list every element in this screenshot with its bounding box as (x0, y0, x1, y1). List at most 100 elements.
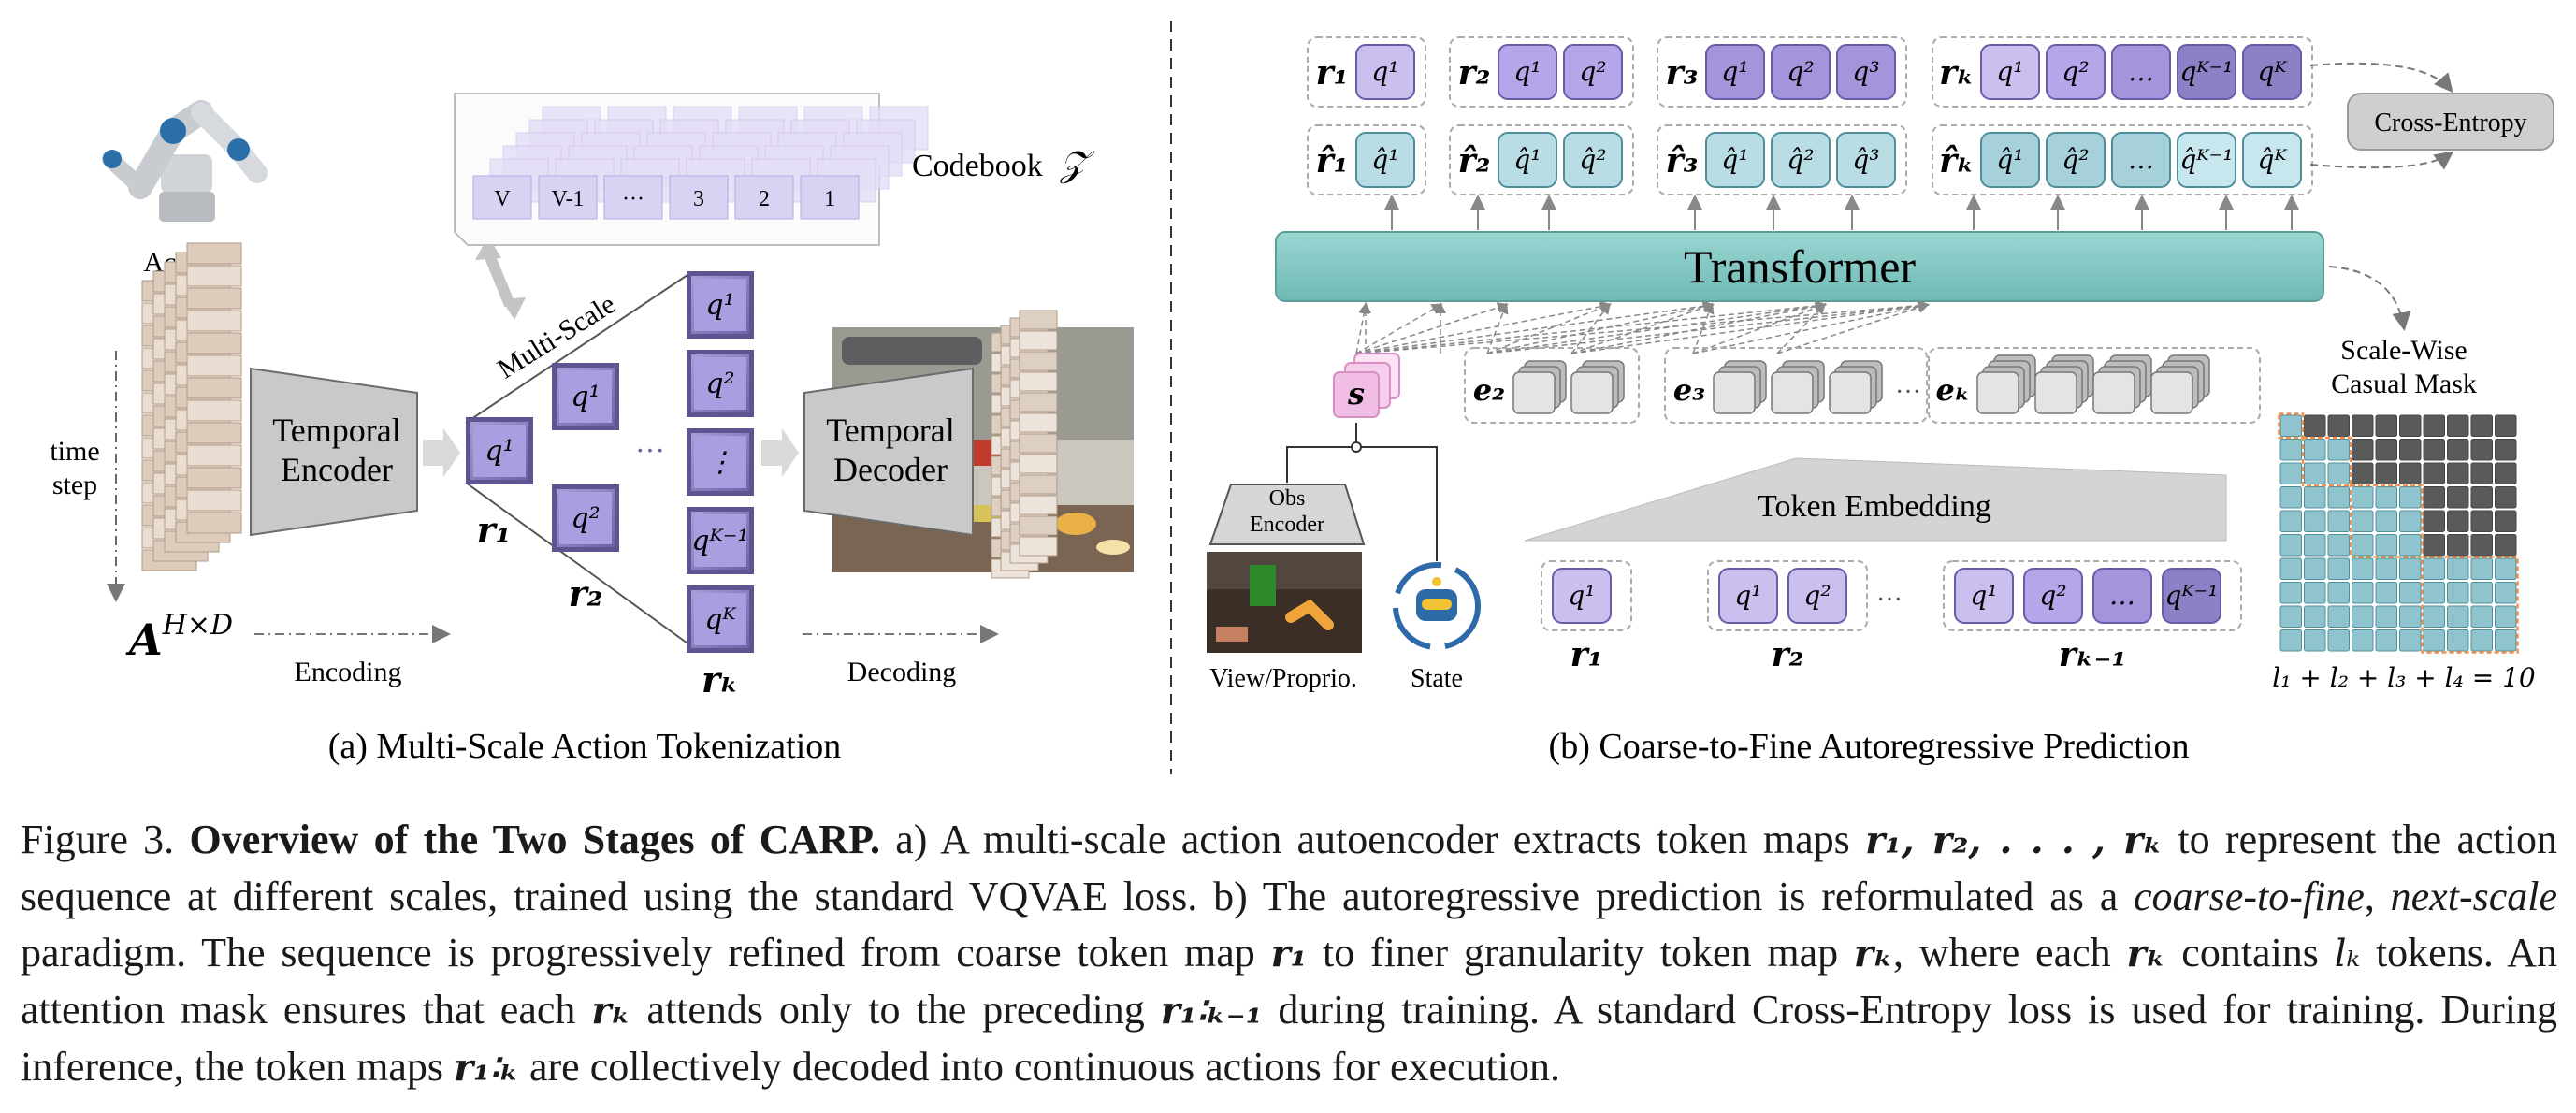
mask-cell (2279, 414, 2302, 437)
caption-math: r₁ (1270, 932, 1308, 976)
token-qk: qᴷ⁻¹ (687, 507, 754, 574)
mask-cell (2327, 605, 2350, 628)
svg-text:q²: q² (2062, 56, 2089, 87)
token-qk: q² (687, 350, 754, 417)
mask-cell (2279, 605, 2302, 628)
r2-label: r₂ (569, 572, 603, 614)
action-block (186, 399, 242, 422)
input-token: qᴷ⁻¹ (2162, 568, 2221, 624)
mask-cell (2470, 462, 2493, 484)
mask-cell (2375, 414, 2397, 437)
view-proprio-label: View/Proprio. (1209, 664, 1357, 693)
caption-math: rₖ (2126, 932, 2166, 976)
mask-cell (2352, 414, 2374, 437)
embedding-card (2092, 371, 2135, 414)
embedding-card (1829, 371, 1872, 414)
mask-cell (2304, 534, 2326, 556)
mask-cell (2495, 557, 2517, 580)
svg-text:q¹: q¹ (705, 289, 734, 322)
mask-cell (2375, 534, 2397, 556)
mask-cell (2495, 462, 2517, 484)
svg-text:q̂¹: q̂¹ (1513, 144, 1541, 175)
predicted-token: … (2111, 132, 2171, 188)
token-q2: q² (552, 484, 619, 552)
caption-text: to finer granularity token map (1307, 930, 1854, 976)
input-r-label: rₖ₋₁ (2059, 635, 2127, 674)
mask-cell (2470, 510, 2493, 532)
mask-scale-block (2301, 436, 2352, 487)
mask-cell (2423, 439, 2445, 461)
pred-r-label: r̂ₖ (1939, 141, 1975, 181)
mask-cell (2495, 439, 2517, 461)
mask-cell (2399, 557, 2422, 580)
mask-cell (2375, 510, 2397, 532)
target-token: … (2111, 44, 2171, 100)
predicted-token: q̂¹ (1705, 132, 1765, 188)
embedding-group (1928, 347, 2261, 424)
action-block (1019, 495, 1058, 515)
action-block (186, 242, 242, 265)
predicted-token: q̂² (2046, 132, 2106, 188)
svg-text:q̂²: q̂² (1579, 144, 1606, 175)
mask-cell (2327, 414, 2350, 437)
mask-cell (2327, 439, 2350, 461)
svg-text:q̂¹: q̂¹ (1371, 144, 1398, 175)
codebook-entry-label: 1 (824, 187, 835, 211)
mask-cell (2399, 414, 2422, 437)
action-block (1019, 371, 1058, 392)
mask-cell (2399, 534, 2422, 556)
mask-cell (2352, 462, 2374, 484)
svg-text:q¹: q¹ (1371, 56, 1398, 87)
mask-cell (2375, 582, 2397, 604)
codebook-entry (472, 175, 532, 220)
caption-math: r₁∶ₖ (454, 1046, 519, 1090)
embedding-group (1664, 347, 1928, 424)
mask-scale-block (2278, 412, 2305, 440)
caption-math: rₖ (591, 989, 631, 1033)
mask-cell (2375, 439, 2397, 461)
mask-cell (2304, 486, 2326, 509)
mask-cell (2279, 582, 2302, 604)
predicted-token: q̂¹ (1980, 132, 2040, 188)
mask-cell (2375, 605, 2397, 628)
embedding-card (1512, 371, 1556, 414)
caption-text: tokens. An attention mask ensures that e… (21, 930, 2557, 1033)
predicted-token: q̂ᴷ (2242, 132, 2302, 188)
target-token: q² (1771, 44, 1831, 100)
mask-cell (2470, 629, 2493, 652)
svg-text:…: … (2128, 56, 2154, 87)
mask-cell (2304, 510, 2326, 532)
action-block (186, 310, 242, 332)
mask-equation: l₁ + l₂ + l₃ + l₄ = 10 (2272, 662, 2535, 693)
robot-arm-icon (102, 100, 268, 222)
predicted-token: q̂¹ (1355, 132, 1415, 188)
pred-r-label: r̂₃ (1666, 141, 1699, 181)
encoding-label: Encoding (295, 657, 402, 687)
svg-text:qᴷ: qᴷ (2257, 56, 2288, 87)
predicted-token: q̂² (1563, 132, 1623, 188)
target-r-label: rₖ (1939, 53, 1975, 93)
mask-cell (2495, 582, 2517, 604)
mask-cell (2495, 486, 2517, 509)
mask-cell (2470, 605, 2493, 628)
mask-cell (2279, 629, 2302, 652)
codebook-entry (800, 175, 860, 220)
action-block (1019, 515, 1058, 536)
figure-title: Overview of the Two Stages of CARP. (189, 817, 880, 862)
mask-cell (2470, 582, 2493, 604)
figure-caption: Figure 3. Overview of the Two Stages of … (21, 812, 2557, 1096)
mask-cell (2352, 629, 2374, 652)
mask-cell (2327, 629, 2350, 652)
svg-text:q¹: q¹ (1970, 580, 1997, 611)
codebook-entry (603, 175, 663, 220)
svg-text:q̂³: q̂³ (1852, 144, 1879, 175)
token-group (1307, 36, 1426, 108)
